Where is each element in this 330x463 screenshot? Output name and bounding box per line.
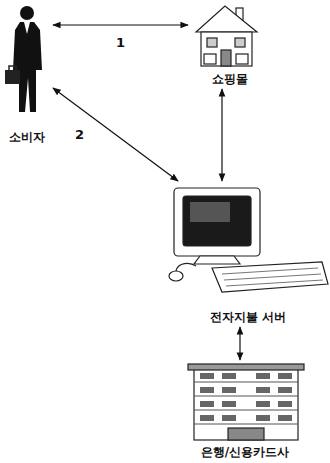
icon-node: 은행/신용카드사 (182, 362, 308, 460)
bank-building (188, 364, 304, 440)
node-caption: 은행/신용카드사 (182, 445, 308, 460)
node-caption: 쇼핑몰 (190, 72, 270, 87)
consumer-figure (5, 6, 42, 112)
icon-node: 쇼핑몰 (190, 3, 270, 87)
node-caption: 전자지불 서버 (168, 310, 328, 325)
node-caption: 소비자 (3, 130, 51, 145)
callout-number: 1 (114, 35, 127, 50)
callout-number: 2 (73, 127, 86, 142)
shop-house (196, 6, 257, 66)
connector-arrow (53, 88, 178, 181)
connector-arrow (53, 24, 188, 25)
connector-arrow (221, 89, 222, 181)
icon-node: 소비자 (3, 3, 51, 145)
connector-arrow (239, 327, 240, 360)
icon-node: 전자지불 서버 (168, 183, 328, 325)
payment-server-computer (169, 188, 328, 292)
